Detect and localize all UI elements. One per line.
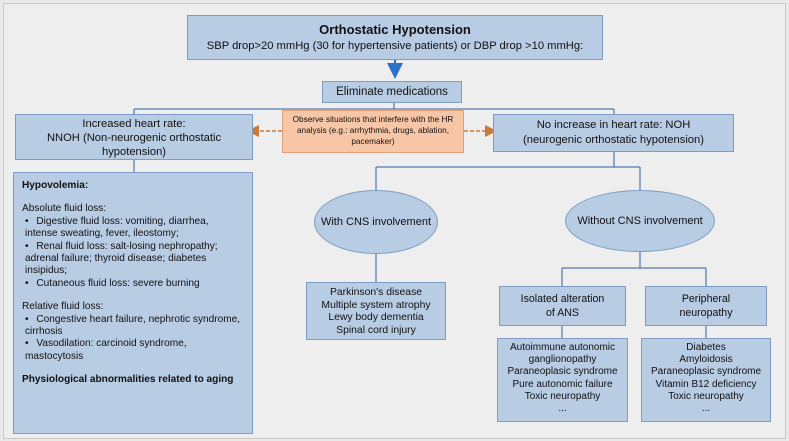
title-criteria: SBP drop>20 mmHg (30 for hypertensive pa… [206,40,584,52]
note-line2: analysis (e.g.: arrhythmia, drugs, ablat… [297,126,449,135]
periph-list-item: Diabetes [686,342,726,353]
periph-list-item: Amyloidosis [679,354,733,366]
cns-list-item: Lewy body dementia [328,312,424,324]
eliminate-medications-label: Eliminate medications [336,86,448,98]
isolated-ans-box: Isolated alteration of ANS [499,286,626,326]
ans-list-item: ... [558,403,567,415]
relative-item-2: Vasodilation: carcinoid syndrome,mastocy… [22,338,246,363]
ans-line2: of ANS [546,307,579,319]
cns-list-item: Spinal cord injury [336,324,416,336]
absolute-item-2: Renal fluid loss: salt-losing nephropath… [22,241,246,278]
title-box: Orthostatic Hypotension SBP drop>20 mmHg… [187,15,603,60]
relative-item-1: Congestive heart failure, nephrotic synd… [22,314,246,339]
periph-list-item: Toxic neuropathy [668,390,744,402]
relative-fluid-loss-heading: Relative fluid loss: [22,301,104,313]
without-cns-ellipse: Without CNS involvement [565,190,715,252]
cns-list-item: Multiple system atrophy [321,299,431,311]
periph-line1: Peripheral [681,293,731,305]
ans-disease-list-box: Autoimmune autonomic ganglionopathy Para… [497,338,628,422]
ans-list-item: Paraneoplasic syndrome [507,366,618,378]
peripheral-disease-list-box: Diabetes Amyloidosis Paraneoplasic syndr… [641,338,771,422]
aging-heading: Physiological abnormalities related to a… [22,374,234,386]
with-cns-label: With CNS involvement [320,216,432,228]
hypovolemia-box: Hypovolemia: Absolute fluid loss: Digest… [13,172,253,434]
absolute-fluid-loss-heading: Absolute fluid loss: [22,203,107,215]
absolute-item-3: Cutaneous fluid loss: severe burning [22,278,246,290]
periph-line2: neuropathy [679,307,733,319]
nnoh-line3: hypotension) [101,146,167,158]
noh-line1: No increase in heart rate: NOH [536,119,691,131]
noh-line2: (neurogenic orthostatic hypotension) [523,134,704,146]
nnoh-line2: NNOH (Non-neurogenic orthostatic [46,132,222,144]
ans-list-item: ganglionopathy [528,354,597,366]
absolute-item-1: Digestive fluid loss: vomiting, diarrhea… [22,216,246,241]
hr-interference-note: Observe situations that interfere with t… [282,110,464,153]
cns-list-item: Parkinson's disease [329,287,423,298]
periph-list-item: Vitamin B12 deficiency [655,378,757,390]
with-cns-ellipse: With CNS involvement [314,190,438,254]
ans-list-item: Autoimmune autonomic [509,342,616,353]
ans-line1: Isolated alteration [520,293,605,305]
nnoh-box: Increased heart rate: NNOH (Non-neurogen… [15,114,253,160]
nnoh-line1: Increased heart rate: [82,118,186,130]
peripheral-neuropathy-box: Peripheral neuropathy [645,286,767,326]
note-line3: pacemaker) [351,137,395,146]
noh-box: No increase in heart rate: NOH (neurogen… [493,114,734,152]
note-line1: Observe situations that interfere with t… [292,115,454,124]
title-heading: Orthostatic Hypotension [319,22,471,37]
ans-list-item: Pure autonomic failure [512,378,613,390]
without-cns-label: Without CNS involvement [577,215,703,227]
cns-disease-list-box: Parkinson's disease Multiple system atro… [306,282,446,340]
periph-list-item: ... [701,403,711,415]
eliminate-medications-box: Eliminate medications [322,81,462,103]
periph-list-item: Paraneoplasic syndrome [650,366,762,378]
ans-list-item: Toxic neuropathy [524,390,601,402]
hypovolemia-heading: Hypovolemia: [22,180,89,191]
